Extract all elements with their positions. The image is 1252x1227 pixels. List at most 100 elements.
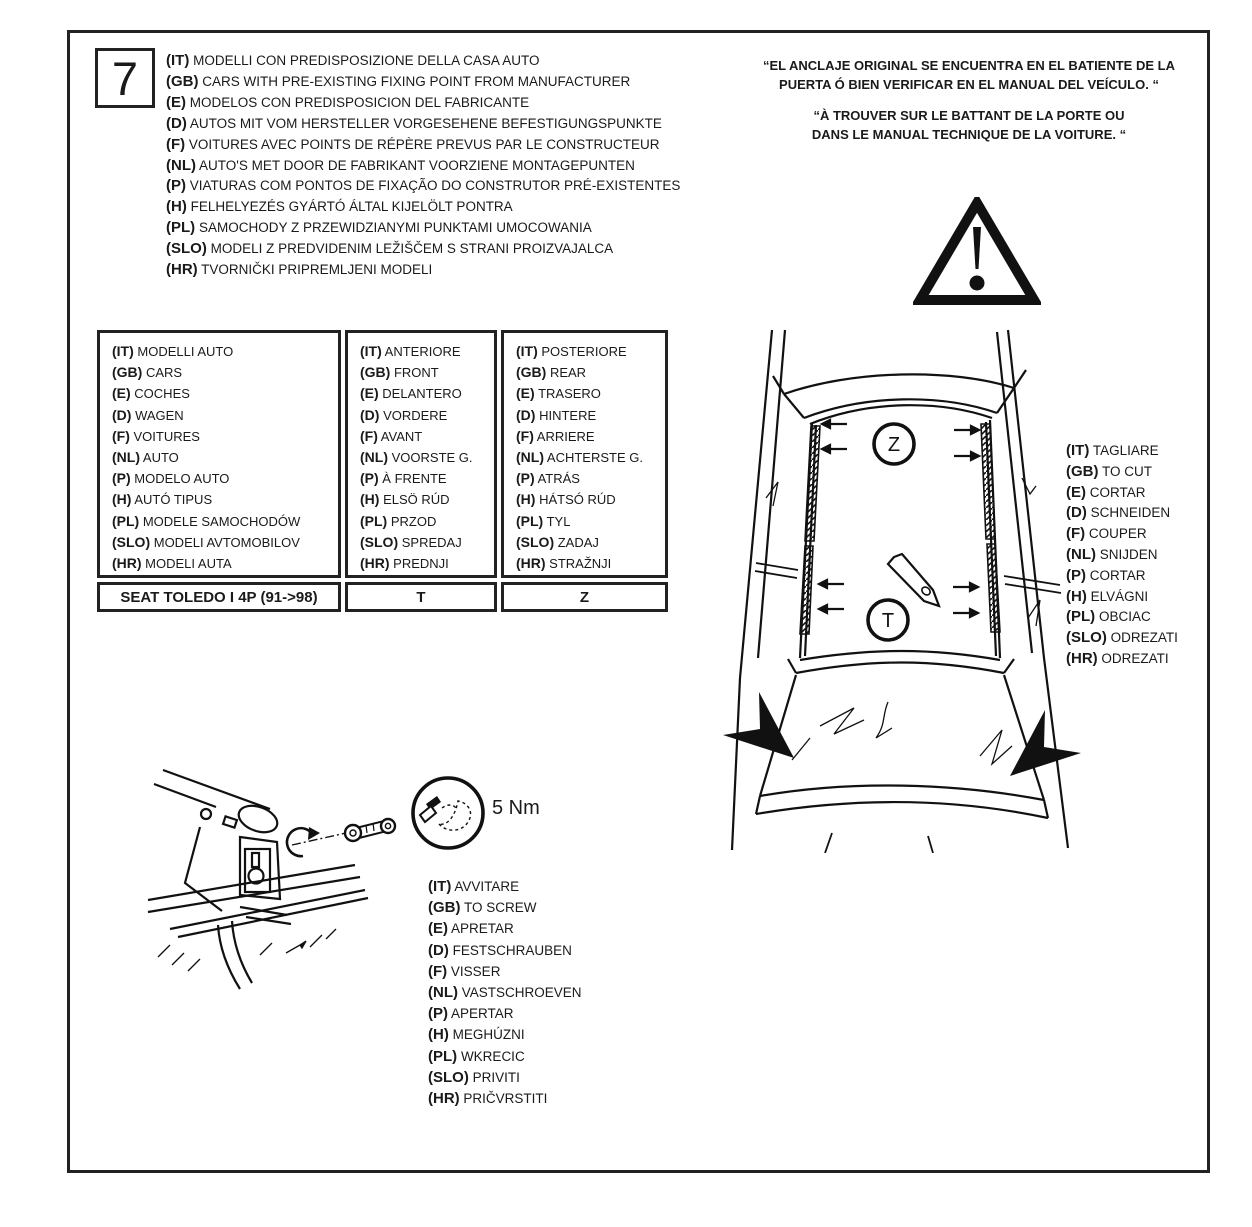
spanish-note-line2: PUERTA Ó BIEN VERIFICAR EN EL MANUAL DEL…: [779, 77, 1159, 92]
table-row: (F) AVANT: [360, 426, 494, 447]
utility-knife-icon: [886, 552, 941, 608]
language-text: MODELOS CON PREDISPOSICION DEL FABRICANT…: [189, 94, 530, 110]
language-row: (GB) TO CUT: [1066, 462, 1178, 483]
language-row: (SLO) PRIVITI: [428, 1067, 582, 1088]
table-row: (HR) PREDNJI: [360, 553, 494, 574]
language-code: (D): [428, 941, 449, 959]
hand-tighten-torque-icon: [411, 776, 485, 850]
language-row: (HR) ODREZATI: [1066, 649, 1178, 670]
language-code: (GB): [516, 364, 547, 381]
language-code: (HR): [428, 1090, 460, 1108]
table-row: (H) HÁTSÓ RÚD: [516, 489, 665, 510]
language-row: (IT) MODELLI CON PREDISPOSIZIONE DELLA C…: [166, 51, 680, 72]
cell-text: COCHES: [134, 386, 190, 402]
table-row: (P) ATRÁS: [516, 468, 665, 489]
language-row: (H) FELHELYEZÉS GYÁRTÓ ÁLTAL KIJELÖLT PO…: [166, 197, 680, 218]
language-code: (NL): [112, 449, 140, 466]
language-row: (E) CORTAR: [1066, 483, 1178, 504]
language-code: (NL): [360, 449, 388, 466]
car-body-outline: [730, 329, 1070, 853]
wrench-icon: [343, 817, 397, 843]
table-row: (NL) AUTO: [112, 447, 338, 468]
language-text: FELHELYEZÉS GYÁRTÓ ÁLTAL KIJELÖLT PONTRA: [190, 199, 513, 215]
clamp-detail: [221, 814, 239, 830]
language-code: (IT): [516, 343, 538, 359]
language-code: (H): [516, 491, 536, 508]
cell-text: PRZOD: [390, 513, 437, 529]
language-text: MEGHÚZNI: [452, 1027, 525, 1043]
cell-text: POSTERIORE: [541, 344, 627, 359]
language-text: ELVÁGNI: [1090, 588, 1149, 604]
foot-inner-plate: [243, 847, 272, 894]
table-cell-rear: (IT) POSTERIORE(GB) REAR(E) TRASERO(D) H…: [501, 330, 668, 578]
cell-text: MODELO AUTO: [134, 471, 230, 487]
table-footer-model: SEAT TOLEDO I 4P (91->98): [97, 582, 341, 612]
roof-cut-strips: [799, 423, 1001, 635]
roof-edge-line2: [147, 875, 361, 914]
language-row: (GB) CARS WITH PRE-EXISTING FIXING POINT…: [166, 72, 680, 93]
language-text: ODREZATI: [1110, 630, 1178, 646]
cell-text: ANTERIORE: [384, 344, 461, 359]
warning-triangle-icon: [913, 197, 1041, 305]
language-text: COUPER: [1088, 526, 1147, 542]
table-row: (HR) STRAŽNJI: [516, 553, 665, 574]
adjust-slot: [250, 851, 261, 869]
cell-text: VORDERE: [383, 407, 448, 423]
table-row: (NL) VOORSTE G.: [360, 447, 494, 468]
language-code: (P): [516, 470, 535, 487]
header-language-list: (IT) MODELLI CON PREDISPOSIZIONE DELLA C…: [166, 51, 680, 281]
language-code: (SLO): [428, 1068, 469, 1086]
language-code: (HR): [1066, 649, 1098, 667]
table-row: (P) À FRENTE: [360, 468, 494, 489]
cell-text: HÁTSÓ RÚD: [539, 492, 616, 508]
table-row: (E) TRASERO: [516, 383, 665, 404]
language-row: (SLO) ODREZATI: [1066, 628, 1178, 649]
crossbar-top-edge: [162, 768, 271, 811]
language-code: (H): [166, 198, 187, 216]
language-text: MODELLI CON PREDISPOSIZIONE DELLA CASA A…: [193, 53, 540, 68]
language-code: (D): [166, 114, 187, 132]
cell-text: MODELI AVTOMOBILOV: [153, 534, 300, 550]
language-text: APERTAR: [451, 1006, 514, 1022]
language-row: (GB) TO SCREW: [428, 897, 582, 918]
language-code: (NL): [516, 449, 544, 466]
language-row: (H) ELVÁGNI: [1066, 587, 1178, 608]
language-row: (HR) PRIČVRSTITI: [428, 1088, 582, 1109]
cell-text: STRAŽNJI: [549, 556, 612, 572]
bolt-head: [199, 807, 213, 821]
language-code: (D): [1066, 504, 1087, 522]
foot-support: [183, 826, 223, 912]
door-frame-line1: [216, 924, 241, 990]
language-row: (NL) SNIJDEN: [1066, 545, 1178, 566]
language-text: SNIJDEN: [1099, 546, 1158, 562]
language-code: (PL): [360, 512, 388, 529]
table-row: (HR) MODELI AUTA: [112, 553, 338, 574]
rear-position-marker: Z: [872, 422, 916, 466]
language-code: (F): [428, 962, 448, 980]
table-cell-models: (IT) MODELLI AUTO(GB) CARS(E) COCHES(D) …: [97, 330, 341, 578]
table-row: (PL) PRZOD: [360, 511, 494, 532]
spanish-note: “EL ANCLAJE ORIGINAL SE ENCUENTRA EN EL …: [743, 56, 1195, 94]
language-code: (HR): [360, 555, 390, 572]
language-row: (PL) SAMOCHODY Z PRZEWIDZIANYMI PUNKTAMI…: [166, 218, 680, 239]
language-row: (E) APRETAR: [428, 918, 582, 939]
language-code: (NL): [166, 156, 196, 174]
table-row: (SLO) SPREDAJ: [360, 532, 494, 553]
language-row: (SLO) MODELI Z PREDVIDENIM LEŽIŠČEM S ST…: [166, 239, 680, 260]
language-code: (PL): [166, 219, 196, 237]
shading-hatch-marks: [157, 928, 337, 972]
cell-text: AVANT: [380, 428, 423, 444]
hand-outline-icon: [436, 800, 472, 831]
table-row: (SLO) ZADAJ: [516, 532, 665, 553]
table-row: (IT) MODELLI AUTO: [112, 341, 338, 362]
language-text: TO CUT: [1102, 463, 1153, 479]
language-text: VOITURES AVEC POINTS DE RÉPÈRE PREVUS PA…: [188, 136, 660, 152]
language-code: (IT): [166, 52, 190, 69]
language-text: CARS WITH PRE-EXISTING FIXING POINT FROM…: [202, 73, 631, 89]
door-frame-line2: [230, 920, 253, 984]
language-row: (P) VIATURAS COM PONTOS DE FIXAÇÃO DO CO…: [166, 176, 680, 197]
cell-text: ARRIERE: [536, 428, 595, 444]
language-text: WKRECIC: [460, 1048, 525, 1064]
svg-text:Z: Z: [888, 434, 900, 456]
cell-text: AUTO: [142, 450, 179, 466]
